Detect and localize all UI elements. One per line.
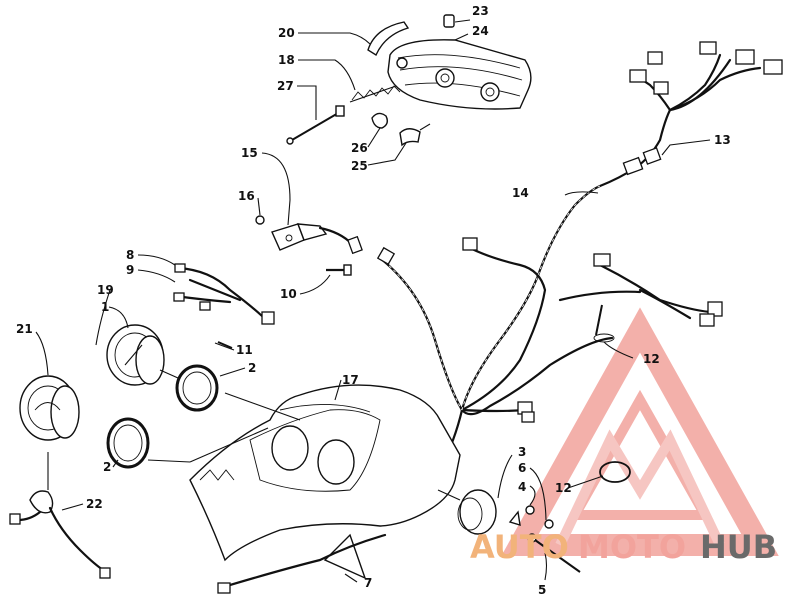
callout-17: 17 [342, 373, 359, 387]
callout-5: 5 [538, 583, 546, 597]
callout-8: 8 [126, 248, 134, 262]
nut [255, 215, 265, 225]
relay-bracket [271, 223, 363, 255]
callout-10: 10 [280, 287, 297, 301]
callout-25: 25 [351, 159, 368, 173]
instrument-housing-assembly [387, 39, 532, 110]
callout-12-upper: 12 [643, 352, 660, 366]
cable-tie [593, 304, 615, 343]
callout-20: 20 [278, 26, 295, 40]
watermark-text: AUTO MOTO HUB [470, 528, 777, 566]
callout-15: 15 [241, 146, 258, 160]
callout-21: 21 [16, 322, 33, 336]
dash-panel [189, 384, 461, 562]
speedometer [19, 375, 80, 441]
harness-connectors [462, 41, 783, 423]
callout-labels: 20 18 27 23 24 26 25 15 16 10 8 9 19 1 1… [16, 4, 731, 597]
ground-connector [217, 582, 231, 594]
key [527, 533, 581, 573]
callout-9: 9 [126, 263, 134, 277]
watermark-word-auto: AUTO [470, 528, 569, 566]
callout-18: 18 [278, 53, 295, 67]
callout-26: 26 [351, 141, 368, 155]
callout-7: 7 [364, 576, 372, 590]
watermark-logo [501, 307, 779, 556]
callout-1: 1 [101, 300, 109, 314]
leader-lines [35, 19, 711, 583]
bolt [326, 264, 352, 276]
callout-22: 22 [86, 497, 103, 511]
lock-washer [508, 505, 535, 526]
callout-24: 24 [472, 24, 489, 38]
ignition-switch [457, 489, 497, 535]
callout-4: 4 [518, 480, 526, 494]
callout-27: 27 [277, 79, 294, 93]
bezel-ring [113, 424, 143, 462]
nut-small [544, 519, 554, 529]
speed-sensor [9, 490, 111, 579]
callout-19: 19 [97, 283, 114, 297]
callout-2-lower: 2 [103, 460, 111, 474]
callout-16: 16 [238, 189, 255, 203]
watermark-word-hub: HUB [700, 528, 777, 566]
callout-23: 23 [472, 4, 489, 18]
bezel-ring [182, 371, 212, 405]
main-wiring-harness [376, 53, 762, 507]
adjust-bolt [286, 105, 345, 145]
callout-13: 13 [714, 133, 731, 147]
decal [323, 533, 367, 580]
ground-wire [218, 533, 387, 590]
callout-12-lower: 12 [555, 481, 572, 495]
callout-11: 11 [236, 343, 253, 357]
trim-strip [367, 21, 410, 57]
cable-tie-loop [599, 461, 631, 483]
bracket [399, 123, 431, 147]
tachometer [106, 324, 179, 386]
pointer-lines [147, 392, 461, 501]
gauge-wiring [173, 263, 275, 349]
callout-3: 3 [518, 445, 526, 459]
clip [443, 14, 455, 28]
spring [349, 85, 401, 103]
callout-2-upper: 2 [248, 361, 256, 375]
callout-6: 6 [518, 461, 526, 475]
callout-14: 14 [512, 186, 529, 200]
watermark-word-moto: MOTO [578, 528, 686, 566]
bulb-socket [371, 112, 389, 129]
